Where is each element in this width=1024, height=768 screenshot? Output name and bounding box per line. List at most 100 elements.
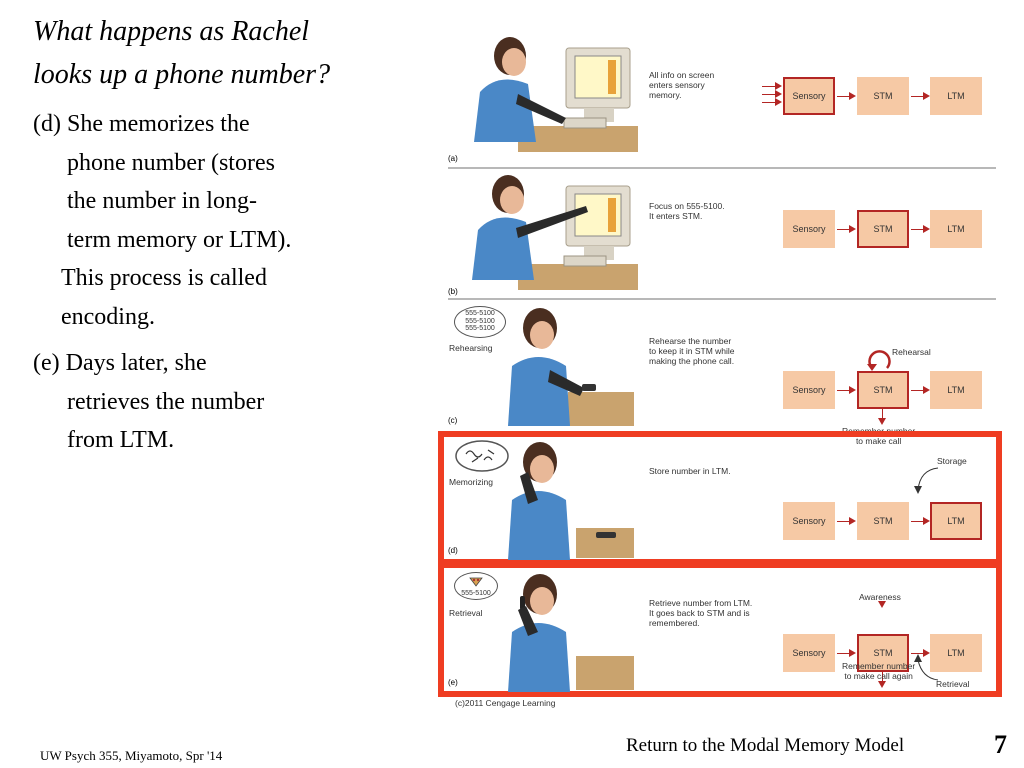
para-line: This process is called: [61, 265, 267, 291]
title-line: What happens as Rachel: [33, 16, 310, 47]
panel-description: Retrieve number from LTM. It goes back t…: [649, 598, 769, 628]
flow-arrow: [837, 92, 856, 100]
paragraph-e: (e) Days later, she retrieves the number…: [33, 344, 264, 460]
panel-label: (d): [448, 546, 458, 555]
ltm-box: LTM: [930, 634, 982, 672]
panel-description: Focus on 555-5100. It enters STM.: [649, 201, 769, 221]
panel-divider: [448, 167, 996, 169]
panel-description: All info on screen enters sensory memory…: [649, 70, 769, 100]
pizza-icon: [469, 577, 483, 587]
thought-text: 555-5100: [461, 589, 491, 597]
flow-arrow: [911, 386, 930, 394]
panel-label: (e): [448, 678, 458, 687]
sensory-box: Sensory: [783, 502, 835, 540]
panel-d: Memorizing (d) Store number in LTM. Stor…: [440, 436, 1000, 562]
desc-line: Focus on 555-5100.: [649, 201, 725, 211]
desc-line: It enters STM.: [649, 211, 703, 221]
input-arrow: [762, 82, 782, 90]
ltm-box: LTM: [930, 210, 982, 248]
sensory-box: Sensory: [783, 210, 835, 248]
modal-memory-figure: (a) All info on screen enters sensory me…: [438, 28, 1002, 718]
thought-bubble-scribble-icon: [455, 440, 509, 472]
panel-description: Rehearse the number to keep it in STM wh…: [649, 336, 769, 366]
thought-text: 555-5100: [465, 310, 495, 317]
person-pointing-illustration: [472, 175, 638, 290]
desc-line: Rehearse the number: [649, 336, 732, 346]
stm-box: STM: [857, 371, 909, 409]
thought-bubble: 555-5100: [454, 572, 498, 600]
ltm-box: LTM: [930, 502, 982, 540]
desc-line: to keep it in STM while: [649, 346, 735, 356]
para-line: the number in long-: [67, 188, 257, 214]
panel-e: 555-5100 Retrieval (e) Retrieve number f…: [440, 568, 1000, 694]
note-line: to make call: [855, 436, 902, 446]
panel-label: (b): [448, 287, 458, 296]
flow-arrow: [837, 386, 856, 394]
thought-text: 555-5100: [465, 317, 495, 325]
side-label: Rehearsing: [449, 343, 493, 353]
desc-line: All info on screen: [649, 70, 715, 80]
input-arrow: [762, 90, 782, 98]
sensory-box: Sensory: [783, 371, 835, 409]
stm-box: STM: [857, 502, 909, 540]
flow-arrow: [911, 225, 930, 233]
para-line: (e) Days later, she: [33, 350, 207, 376]
panel-divider: [448, 298, 996, 300]
awareness-note: Awareness: [859, 592, 901, 602]
stm-box: STM: [857, 634, 909, 672]
sensory-box: Sensory: [783, 77, 835, 115]
panel-description: Store number in LTM.: [649, 466, 769, 476]
flow-arrow: [837, 649, 856, 657]
flow-arrow: [911, 649, 930, 657]
return-link[interactable]: Return to the Modal Memory Model: [626, 735, 905, 756]
note-line: to make call again: [844, 671, 913, 681]
storage-arrow-icon: [914, 467, 939, 494]
person-at-computer-illustration: [474, 37, 638, 152]
image-credit: (c)2011 Cengage Learning: [455, 698, 556, 708]
output-arrow: [878, 409, 886, 425]
retrieval-note: Retrieval: [936, 679, 970, 689]
panel-label: (c): [448, 416, 458, 425]
desc-line: enters sensory: [649, 80, 705, 90]
title-line: looks up a phone number?: [33, 59, 331, 90]
stm-box: STM: [857, 210, 909, 248]
desc-line: It goes back to STM and is: [649, 608, 750, 618]
highlight-frame-e: [438, 562, 1002, 697]
side-label: Memorizing: [449, 477, 493, 487]
note-line: Remember number: [842, 661, 916, 671]
desc-line: remembered.: [649, 618, 700, 628]
person-calling-illustration: [508, 574, 634, 692]
desc-line: Retrieve number from LTM.: [649, 598, 753, 608]
panel-b: (b) Focus on 555-5100. It enters STM. Se…: [440, 170, 1000, 300]
para-line: term memory or LTM).: [67, 226, 292, 253]
para-line: retrieves the number: [67, 388, 265, 415]
slide-title: What happens as Rachel looks up a phone …: [33, 10, 413, 96]
input-arrow: [762, 98, 782, 106]
panel-c: 555-5100 555-5100 555-5100 Rehearsing (c…: [440, 300, 1000, 428]
rehearsal-loop-icon: [867, 350, 891, 371]
stm-box: STM: [857, 77, 909, 115]
course-footer: UW Psych 355, Miyamoto, Spr '14: [40, 748, 223, 763]
side-label: Retrieval: [449, 608, 483, 618]
panel-label: (a): [448, 154, 458, 163]
flow-arrow: [837, 225, 856, 233]
ltm-box: LTM: [930, 371, 982, 409]
desc-line: memory.: [649, 90, 682, 100]
flow-arrow: [837, 517, 856, 525]
awareness-tick: [878, 601, 886, 608]
para-line: from LTM.: [67, 427, 175, 453]
flow-arrow: [911, 92, 930, 100]
para-line: phone number (stores: [67, 149, 275, 176]
retrieval-arrow-icon: [914, 654, 939, 681]
rehearsal-note: Rehearsal: [892, 347, 931, 357]
desc-line: making the phone call.: [649, 356, 735, 366]
remember-note: Remember number to make call again: [842, 661, 915, 681]
thought-text: 555-5100: [465, 325, 495, 332]
para-line: encoding.: [61, 303, 155, 330]
desc-line: Store number in LTM.: [649, 466, 731, 476]
storage-note: Storage: [937, 456, 967, 466]
para-line: (d) She memorizes the: [33, 111, 250, 137]
person-phone-illustration: [508, 308, 634, 426]
flow-arrow: [911, 517, 930, 525]
ltm-box: LTM: [930, 77, 982, 115]
